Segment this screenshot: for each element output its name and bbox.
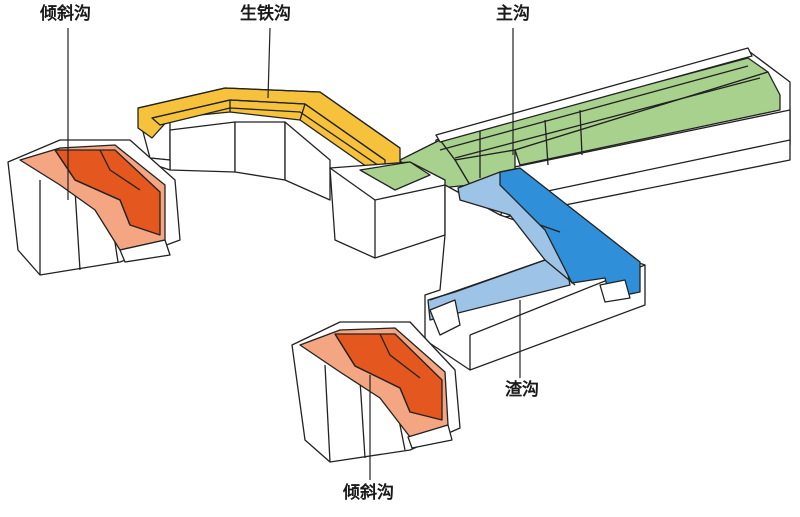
label-slag-trough: 渣沟	[505, 380, 539, 400]
label-main-trough: 主沟	[496, 4, 530, 24]
leader-line-iron	[267, 27, 271, 99]
tilt-trough-bottom	[291, 321, 461, 463]
slag-trough	[424, 167, 646, 371]
leader-lines	[67, 27, 521, 480]
iron-trough	[137, 87, 446, 259]
label-tilt-trough-bottom: 倾斜沟	[343, 483, 394, 503]
label-iron-trough: 生铁沟	[240, 4, 291, 24]
label-tilt-trough-top: 倾斜沟	[40, 4, 91, 24]
tilt-trough-top	[7, 139, 181, 276]
